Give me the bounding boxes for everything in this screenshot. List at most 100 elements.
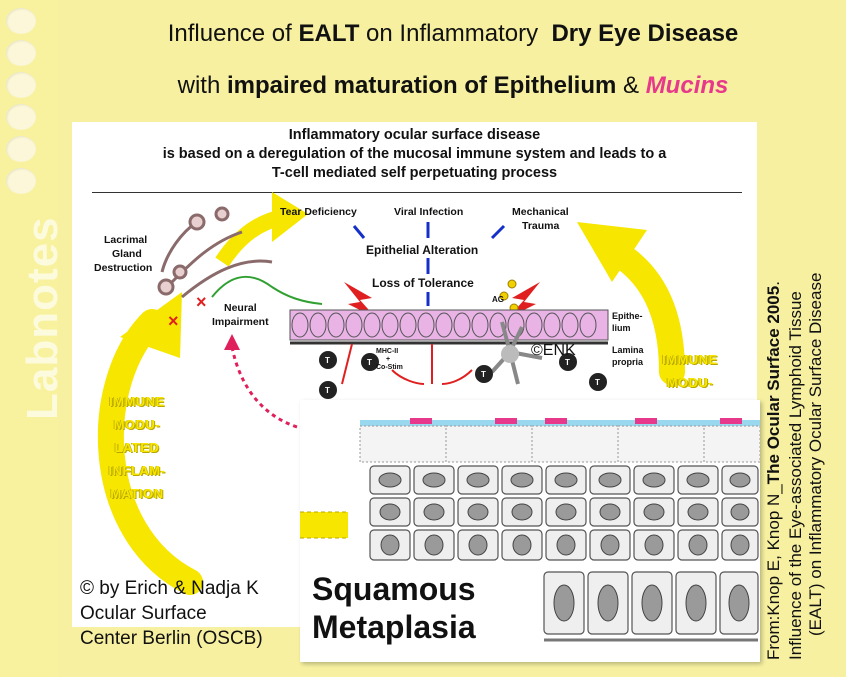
title-mucins: Mucins [645,72,729,99]
label-loss-of-tolerance: Loss of Tolerance [372,276,474,290]
slide-title-line1: Influence of EALT on Inflammatory Dry Ey… [60,20,846,48]
reference-line2: Influence of the Eye-associated Lymphoid… [786,291,805,660]
binder-hole [6,104,36,130]
superficial-cells [359,425,760,463]
metaplasia-cells [300,418,760,642]
immune-left-line: INFLAM- [108,463,166,478]
caption-line: Squamous [312,571,476,607]
label-neural: Neural [224,302,257,314]
mucin-bumps [410,418,742,424]
reference-journal: The Ocular Surface 2005 [764,285,783,485]
binder-hole [6,168,36,194]
watermark: Labnotes [18,216,67,420]
immune-modulated-label-left: IMMUNE MODU- LATED INFLAM- MATION [92,390,182,505]
reference-text: . [764,281,783,286]
gland-cross: × [168,311,179,331]
t-cells [319,351,607,399]
reference-text: From:Knop E, Knop N_ [764,484,783,660]
label-trauma: Trauma [522,220,560,232]
label-mechanical: Mechanical [512,206,569,218]
reference-line3: (EALT) on Inflammatory Ocular Surface Di… [806,272,825,636]
binder-hole [6,72,36,98]
label-antigen: AG [492,295,504,304]
immune-left-line: MODU- [113,417,161,432]
t-cell-labels: T T T T T T [325,356,600,395]
nerve-cross: × [196,292,207,312]
diagram-graphics: × × [97,192,685,595]
slide-title-line2: with impaired maturation of Epithelium &… [60,72,846,100]
top-left-arrowhead [272,192,308,242]
title-epithelium: impaired maturation of Epithelium [226,72,617,99]
svg-text:T: T [325,356,330,365]
immune-left-line: LATED [114,440,160,455]
label-impairment: Impairment [212,316,269,328]
inset-yellow-strip [300,512,348,538]
figure-header-line: is based on a deregulation of the mucosa… [162,146,667,162]
figure-header-line: Inflammatory ocular surface disease [288,127,541,143]
author-credit: © by Erich & Nadja K Ocular Surface Cent… [80,576,263,651]
epithelial-cells [291,312,597,338]
antigen [499,291,509,301]
reaction-arrow [441,369,473,385]
label-costim: Co-Stim [376,364,403,371]
svg-text:T: T [565,358,570,367]
title-ampersand: & [616,72,646,99]
tear-arrow [352,225,366,239]
right-arrowhead [577,222,647,282]
binder-hole [6,8,36,34]
reaction-arrow [391,369,425,385]
dotted-arrowhead [224,334,240,350]
left-arrowhead [120,292,182,358]
label-viral-infection: Viral Infection [394,206,464,218]
label-epithelium: Epithe- [612,311,643,321]
svg-text:T: T [481,370,486,379]
reaction-arrow [341,343,353,385]
label-propria: propria [612,357,644,367]
copyright-enk: ©ENK [531,342,576,359]
cell-nuclei [378,472,751,622]
label-epithelial-alteration: Epithelial Alteration [366,243,479,257]
label-destruction: Destruction [94,262,153,274]
immune-left-line: IMMUNE [109,394,165,409]
label-tear-deficiency: Tear Deficiency [280,206,357,218]
lacrimal-gland [157,206,273,299]
label-gland: Gland [112,248,142,260]
nerve-fiber [211,275,323,305]
svg-text:T: T [595,378,600,387]
title-dry-eye: Dry Eye Disease [551,20,739,47]
trauma-arrow [490,224,506,240]
title-text: Influence of [167,20,299,47]
credit-line: © by Erich & Nadja K [80,578,259,599]
header-divider [92,192,742,193]
svg-text:T: T [325,386,330,395]
dotted-feedback-arrow [230,346,298,429]
binder-strip [0,0,58,677]
figure-header: Inflammatory ocular surface disease is b… [72,126,757,183]
left-cycle-arrow [97,309,203,595]
binder-hole [6,40,36,66]
credit-line: Ocular Surface [80,603,207,624]
binder-hole [6,136,36,162]
reference-line1: From:Knop E, Knop N_The Ocular Surface 2… [764,281,783,660]
svg-text:T: T [367,358,372,367]
immune-right-line: MODU- [666,375,714,390]
label-mhc: MHC-II + Co-Stim [376,348,403,372]
label-epithelium-2: lium [612,323,631,333]
title-ealt: EALT [298,20,360,47]
antigen [507,279,517,289]
title-text: with [177,72,227,99]
lightning-bolt [344,282,376,318]
immune-right-line: IMMUNE [662,352,718,367]
label-lacrimal: Lacrimal [104,234,148,246]
label-plus: + [386,356,391,363]
label-mhc-text: MHC-II [376,348,399,355]
caption-line: Metaplasia [312,609,476,645]
squamous-metaplasia-caption: Squamous Metaplasia [312,570,476,646]
label-lamina: Lamina [612,345,644,355]
squamous-metaplasia-inset: Squamous Metaplasia [300,400,760,662]
credit-line: Center Berlin (OSCB) [80,628,263,649]
immune-left-line: MATION [110,486,164,501]
dendritic-cell [490,321,543,385]
immune-modulated-label-right: IMMUNE MODU- [650,348,730,394]
